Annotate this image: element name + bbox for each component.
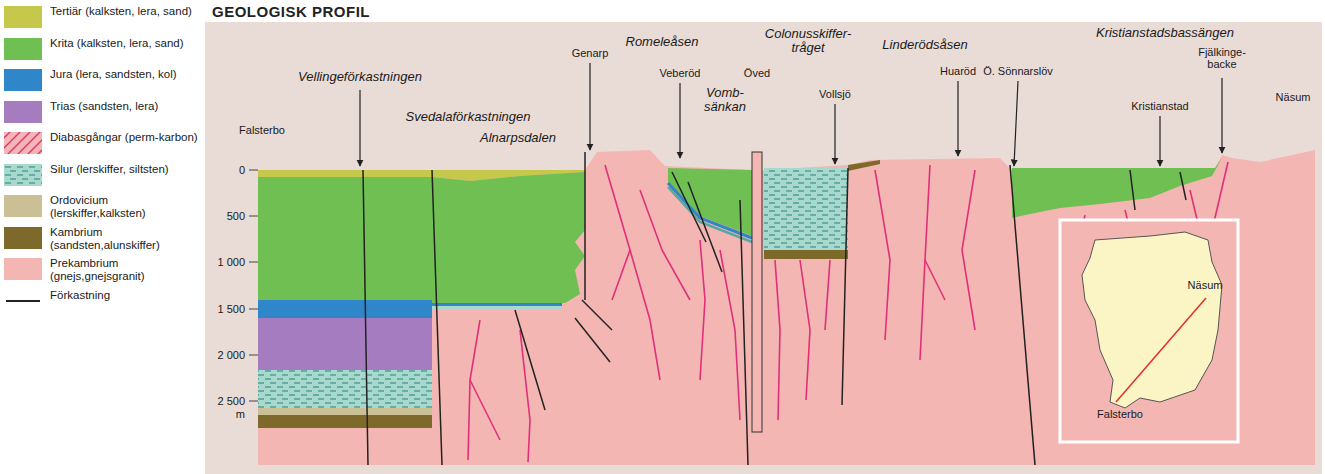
depth-value: 1 500 xyxy=(217,303,245,315)
structure-name: Kristianstadsbassängen xyxy=(1096,26,1234,40)
structure-name: Svedalaförkastningen xyxy=(405,110,530,124)
structure-name: Alnarpsdalen xyxy=(480,131,556,145)
town-name: Kristianstad xyxy=(1131,100,1188,112)
legend-text: Trias (sandsten, lera) xyxy=(50,100,200,113)
legend-text: Ordovicium (lerskiffer,kalksten) xyxy=(50,194,200,220)
town-name: Vollsjö xyxy=(819,88,851,100)
depth-value: 500 xyxy=(227,210,245,222)
legend-swatch xyxy=(4,6,42,28)
town-name: Falsterbo xyxy=(239,124,285,136)
legend-swatch xyxy=(4,132,42,154)
legend-swatch xyxy=(4,38,42,60)
depth-unit: m xyxy=(236,408,245,420)
legend-text: Diabasgångar (perm-karbon) xyxy=(50,131,200,144)
structure-name: Vomb- sänkan xyxy=(699,86,751,115)
legend-text: Förkastning xyxy=(50,289,200,302)
town-name: Ö. Sönnarslöv xyxy=(983,65,1053,77)
town-name: Öved xyxy=(744,67,770,79)
map-town: Näsum xyxy=(1188,279,1223,291)
legend-text: Tertiär (kalksten, lera, sand) xyxy=(50,5,200,18)
legend-swatch xyxy=(4,227,42,249)
depth-value: 0 xyxy=(239,164,245,176)
legend-swatch xyxy=(4,195,42,217)
map-town: Falsterbo xyxy=(1097,408,1143,420)
structure-name: Linderödsåsen xyxy=(882,38,967,52)
legend-swatch xyxy=(4,164,42,186)
town-name: Huaröd xyxy=(940,65,976,77)
legend-swatch xyxy=(4,101,42,123)
legend-text: Kambrium (sandsten,alunskiffer) xyxy=(50,226,200,252)
legend-text: Jura (lera, sandsten, kol) xyxy=(50,68,200,81)
legend-text: Krita (kalksten, lera, sand) xyxy=(50,37,200,50)
town-name: Veberöd xyxy=(660,67,701,79)
legend-text: Silur (lerskiffer, siltsten) xyxy=(50,163,200,176)
town-name: Fjälkinge- backe xyxy=(1191,46,1253,70)
structure-name: Colonusskiffer- tråget xyxy=(754,27,862,56)
legend-text: Prekambrium (gnejs,gnejsgranit) xyxy=(50,257,200,283)
depth-value: 1 000 xyxy=(217,256,245,268)
depth-value: 2 500 xyxy=(217,395,245,407)
town-name: Genarp xyxy=(572,47,609,59)
town-name: Näsum xyxy=(1276,91,1311,103)
depth-value: 2 000 xyxy=(217,349,245,361)
legend-swatch xyxy=(4,69,42,91)
legend-swatch xyxy=(4,290,42,312)
legend-swatch xyxy=(4,258,42,280)
structure-name: Romeleåsen xyxy=(626,35,699,49)
diagram-title: GEOLOGISK PROFIL xyxy=(212,4,370,21)
structure-name: Vellingeförkastningen xyxy=(298,70,422,84)
